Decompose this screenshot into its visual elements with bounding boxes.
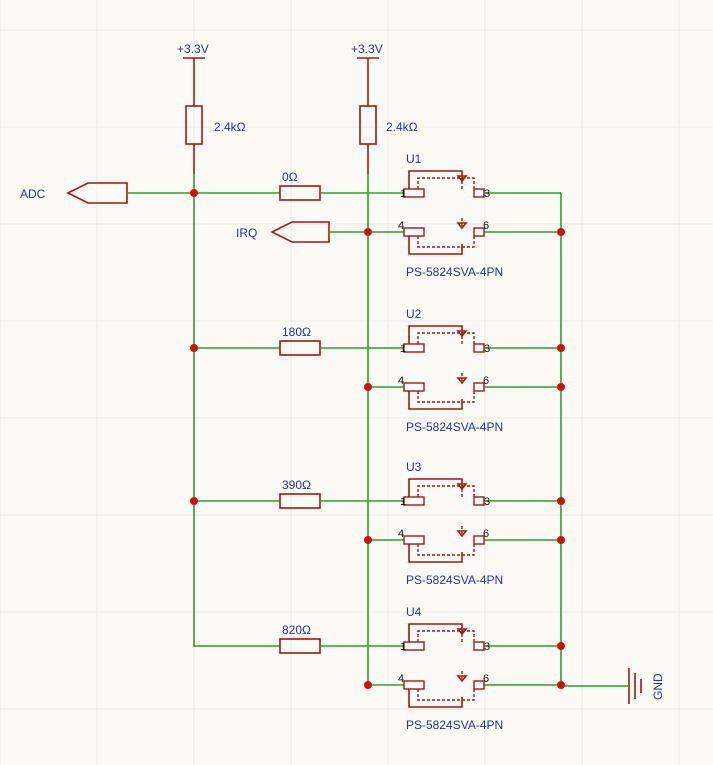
pin-number: 6 <box>483 220 489 232</box>
series-resistor-value: 820Ω <box>282 623 311 637</box>
junction-dot <box>557 383 565 391</box>
resistor-value: 2.4kΩ <box>214 120 246 134</box>
relay-3: U3 1 3 4 6PS-5824SVA-4PN <box>398 460 503 587</box>
junction-dot <box>364 228 372 236</box>
junction-dot <box>364 536 372 544</box>
junction-dot <box>364 383 372 391</box>
relay-ref: U1 <box>406 152 422 166</box>
series-resistor <box>279 185 321 201</box>
relay-row: 0Ω U1 1 3 4 6PS-5824SVA-4PN <box>194 152 561 279</box>
gnd-label: GND <box>651 673 665 700</box>
relay-4: U4 1 3 4 6PS-5824SVA-4PN <box>398 605 503 732</box>
series-resistor <box>279 340 321 356</box>
junction-dot <box>190 497 198 505</box>
junction-dot <box>364 681 372 689</box>
gnd-symbol: GND <box>628 668 665 704</box>
series-resistor <box>279 638 321 654</box>
pin-number: 6 <box>483 673 489 685</box>
irq-port: IRQ <box>236 221 368 243</box>
pin-number: 4 <box>398 528 404 540</box>
junctions <box>190 189 565 689</box>
pin-number: 6 <box>483 528 489 540</box>
pin-number: 1 <box>400 343 406 355</box>
junction-dot <box>557 536 565 544</box>
pin-number: 6 <box>483 375 489 387</box>
irq-port-label: IRQ <box>236 226 257 240</box>
power-label: +3.3V <box>351 42 383 56</box>
relay-ref: U2 <box>406 307 422 321</box>
pin-number: 3 <box>484 496 490 508</box>
pin-number: 3 <box>484 343 490 355</box>
junction-dot <box>190 344 198 352</box>
wires <box>193 174 628 687</box>
relay-part-number: PS-5824SVA-4PN <box>406 573 503 587</box>
junction-dot <box>190 189 198 197</box>
series-resistor <box>279 493 321 509</box>
junction-dot <box>557 681 565 689</box>
junction-dot <box>557 497 565 505</box>
pin-number: 4 <box>398 673 404 685</box>
pin-number: 4 <box>398 220 404 232</box>
adc-port: ADC <box>20 182 194 204</box>
series-resistor-value: 390Ω <box>282 478 311 492</box>
power-label: +3.3V <box>177 42 209 56</box>
adc-port-label: ADC <box>20 187 46 201</box>
pullup-resistor-left: 2.4kΩ <box>185 74 246 174</box>
pin-number: 1 <box>400 496 406 508</box>
relay-part-number: PS-5824SVA-4PN <box>406 718 503 732</box>
junction-dot <box>557 228 565 236</box>
series-resistor-value: 180Ω <box>282 325 311 339</box>
relay-part-number: PS-5824SVA-4PN <box>406 420 503 434</box>
pin-number: 1 <box>400 188 406 200</box>
pin-number: 3 <box>484 188 490 200</box>
power-symbol-left: +3.3V <box>177 42 209 74</box>
relay-ref: U4 <box>406 605 422 619</box>
power-symbol-right: +3.3V <box>351 42 383 74</box>
relay-part-number: PS-5824SVA-4PN <box>406 265 503 279</box>
relay-row: 390Ω U3 1 3 4 6PS-5824SVA-4PN <box>194 460 561 587</box>
series-resistor-value: 0Ω <box>282 170 298 184</box>
pin-number: 1 <box>400 641 406 653</box>
pin-number: 4 <box>398 375 404 387</box>
junction-dot <box>557 642 565 650</box>
junction-dot <box>557 344 565 352</box>
resistor-value: 2.4kΩ <box>386 120 418 134</box>
relay-2: U2 1 3 4 6PS-5824SVA-4PN <box>398 307 503 434</box>
relay-1: U1 1 3 4 6PS-5824SVA-4PN <box>398 152 503 279</box>
relay-ref: U3 <box>406 460 422 474</box>
relay-row: 820Ω U4 1 3 4 6PS-5824SVA-4PN <box>194 605 561 732</box>
relay-row: 180Ω U2 1 3 4 6PS-5824SVA-4PN <box>194 307 561 434</box>
pullup-resistor-right: 2.4kΩ <box>359 74 418 174</box>
pin-number: 3 <box>484 641 490 653</box>
